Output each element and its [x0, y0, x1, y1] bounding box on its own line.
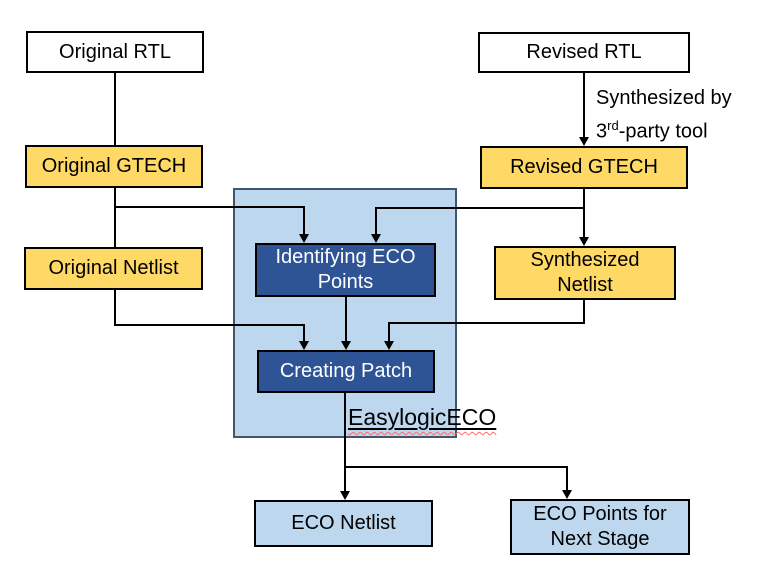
- node-revised-rtl: Revised RTL: [478, 32, 690, 73]
- easylogiceco-label: EasylogicECO: [348, 404, 496, 431]
- arrowhead-into-patch-center: [341, 341, 351, 350]
- synthesis-note-line2: 3rd-party tool: [596, 118, 708, 143]
- node-creating-patch: Creating Patch: [257, 350, 435, 393]
- arrowhead-into-synth-netlist: [579, 237, 589, 246]
- arrowhead-into-identifying-right: [371, 234, 381, 243]
- edge-synth-netlist-down: [583, 300, 585, 324]
- arrowhead-into-patch-left: [299, 341, 309, 350]
- node-eco-netlist: ECO Netlist: [254, 500, 433, 547]
- synthesis-note-line1: Synthesized by: [596, 87, 732, 109]
- node-identifying-eco-points: Identifying ECO Points: [255, 243, 436, 297]
- arrowhead-into-patch-right: [384, 341, 394, 350]
- edge-synth-netlist-to-patch-v: [388, 322, 390, 341]
- edge-original-gtech-to-identifying-v: [303, 206, 305, 234]
- node-synthesized-netlist: Synthesized Netlist: [494, 246, 676, 300]
- node-eco-points-for-next-stage: ECO Points for Next Stage: [510, 499, 690, 555]
- arrowhead-into-revised-gtech: [579, 137, 589, 146]
- node-original-rtl: Original RTL: [26, 31, 204, 73]
- node-original-netlist: Original Netlist: [24, 247, 203, 290]
- edge-patch-to-eco-netlist: [344, 393, 346, 491]
- edge-original-gtech-to-identifying-h: [114, 206, 304, 208]
- edge-revised-gtech-to-identifying-v: [375, 207, 377, 234]
- edge-original-gtech-to-original-netlist: [114, 188, 116, 247]
- node-revised-gtech: Revised GTECH: [480, 146, 688, 189]
- node-original-gtech: Original GTECH: [25, 145, 203, 188]
- arrowhead-into-eco-points: [562, 490, 572, 499]
- synthesis-note: Synthesized by 3rd-party tool: [596, 84, 732, 146]
- edge-original-rtl-to-original-gtech: [114, 73, 116, 145]
- edge-revised-gtech-to-identifying-h: [376, 207, 585, 209]
- edge-original-netlist-to-patch-v: [303, 324, 305, 341]
- edge-original-netlist-to-patch-h: [114, 324, 304, 326]
- edge-patch-to-eco-points-v: [566, 466, 568, 490]
- arrowhead-into-eco-netlist: [340, 491, 350, 500]
- edge-synth-netlist-to-patch-h: [388, 322, 585, 324]
- edge-revised-gtech-to-synth-netlist: [583, 189, 585, 237]
- spellcheck-underline: EasylogicECO: [348, 404, 497, 430]
- arrowhead-into-identifying-left: [299, 234, 309, 243]
- edge-revised-rtl-to-revised-gtech: [583, 73, 585, 137]
- superscript-rd: rd: [607, 118, 619, 133]
- edge-identifying-to-patch: [345, 297, 347, 341]
- edge-patch-to-eco-points-h: [344, 466, 568, 468]
- edge-original-netlist-down: [114, 290, 116, 326]
